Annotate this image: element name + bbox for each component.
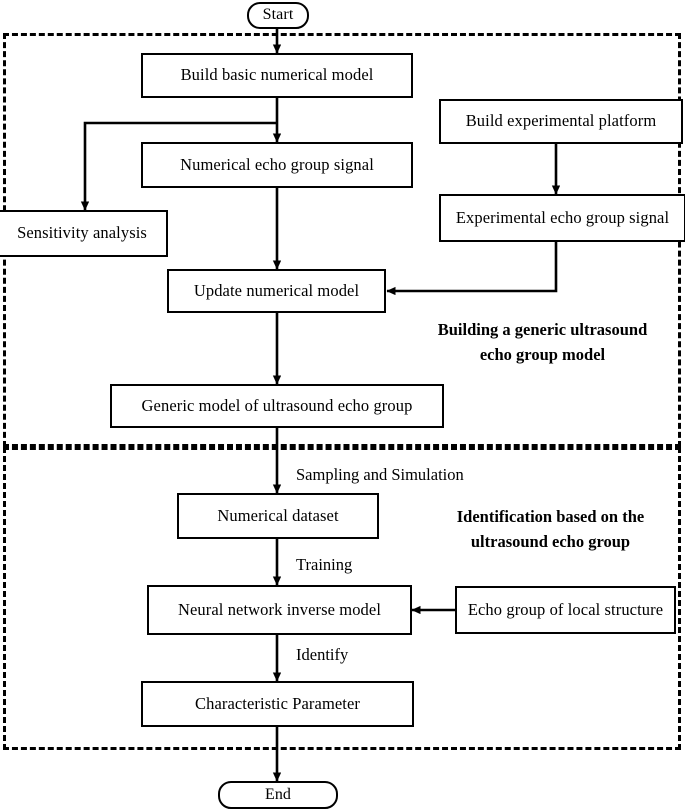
- edge-label-training: Training: [296, 555, 353, 574]
- node-neural-network-inverse-model[interactable]: Neural network inverse model: [147, 585, 412, 635]
- node-sensitivity-analysis[interactable]: Sensitivity analysis: [0, 210, 168, 257]
- group-label-building-generic-model: Building a generic ultrasound echo group…: [410, 318, 675, 368]
- node-start[interactable]: Start: [247, 2, 309, 29]
- node-build-basic-numerical-model[interactable]: Build basic numerical model: [141, 53, 413, 98]
- group-label-identification: Identification based on the ultrasound e…: [418, 505, 683, 555]
- group-label-building-line-1: Building a generic ultrasound: [437, 320, 648, 339]
- node-experimental-echo-group-signal[interactable]: Experimental echo group signal: [439, 194, 685, 242]
- node-numerical-echo-group-signal[interactable]: Numerical echo group signal: [141, 142, 413, 188]
- node-build-experimental-platform[interactable]: Build experimental platform: [439, 99, 683, 144]
- node-end[interactable]: End: [218, 781, 338, 809]
- node-characteristic-parameter[interactable]: Characteristic Parameter: [141, 681, 414, 727]
- edge-label-identify: Identify: [296, 645, 349, 664]
- node-numerical-dataset[interactable]: Numerical dataset: [177, 493, 379, 539]
- group-label-identification-line-1: Identification based on the: [456, 507, 645, 526]
- node-update-numerical-model[interactable]: Update numerical model: [167, 269, 386, 313]
- node-echo-group-of-local-structure[interactable]: Echo group of local structure: [455, 586, 676, 634]
- group-box-identification: [3, 447, 681, 750]
- edge-label-sampling-and-simulation: Sampling and Simulation: [296, 465, 464, 484]
- node-generic-model-of-ultrasound-echo-group[interactable]: Generic model of ultrasound echo group: [110, 384, 444, 428]
- group-label-building-line-2: echo group model: [479, 344, 606, 364]
- group-label-identification-line-2: ultrasound echo group: [470, 531, 631, 551]
